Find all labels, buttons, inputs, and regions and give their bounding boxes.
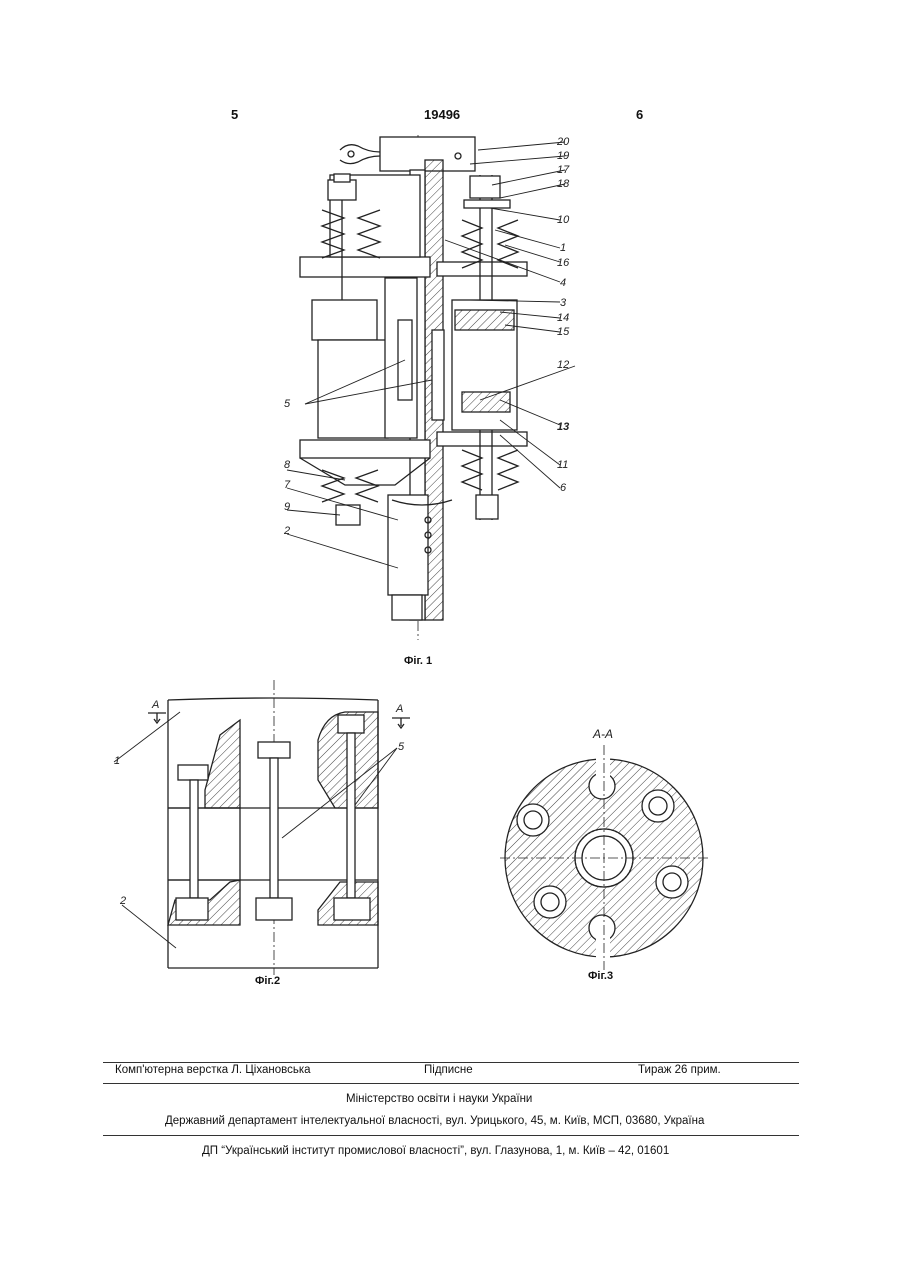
fig1-label-1: 1: [560, 242, 566, 254]
fig2-label-1: 1: [114, 755, 120, 767]
fig2-drawing: [114, 680, 410, 975]
fig3-caption: Фіг.3: [588, 970, 613, 982]
fig1-label-13: 13: [557, 421, 569, 433]
fig2-caption: Фіг.2: [255, 975, 280, 987]
fig2-section-a-left: A: [151, 699, 159, 711]
imprint-rule-3: [103, 1135, 799, 1136]
fig2-section-a-right: A: [395, 703, 403, 715]
fig1-label-10: 10: [557, 214, 570, 226]
fig1-label-4: 4: [560, 277, 566, 289]
imprint-rule-2: [103, 1083, 799, 1084]
fig1-label-2: 2: [283, 525, 290, 537]
fig1-label-7: 7: [284, 479, 291, 491]
fig1-label-9: 9: [284, 501, 290, 513]
fig3-labels: А-А: [592, 727, 613, 741]
fig1-label-18: 18: [557, 178, 570, 190]
fig1-label-14: 14: [557, 312, 569, 324]
fig1-label-20: 20: [556, 136, 570, 148]
fig1-label-8: 8: [284, 459, 291, 471]
fig2-label-5: 5: [398, 741, 405, 753]
fig1-label-3: 3: [560, 297, 567, 309]
imprint-department: Державний департамент інтелектуальної вл…: [165, 1115, 704, 1127]
fig1-label-5: 5: [284, 398, 291, 410]
fig1-label-16: 16: [557, 257, 570, 269]
fig1-caption: Фіг. 1: [404, 655, 432, 667]
fig3-drawing: [500, 745, 708, 970]
fig1-label-15: 15: [557, 326, 570, 338]
imprint-circulation: Тираж 26 прим.: [638, 1064, 721, 1076]
fig1-label-17: 17: [557, 164, 570, 176]
fig1-label-11: 11: [557, 459, 568, 471]
imprint-typesetter: Комп'ютерна верстка Л. Ціхановська: [115, 1064, 311, 1076]
fig1-drawing: [287, 135, 575, 640]
imprint-signed: Підписне: [424, 1064, 473, 1076]
fig2-label-2: 2: [119, 895, 126, 907]
fig3-section-title: А-А: [592, 727, 613, 741]
imprint-ministry: Міністерство освіти і науки України: [346, 1093, 532, 1105]
fig1-label-19: 19: [557, 150, 569, 162]
fig1-label-6: 6: [560, 482, 567, 494]
fig1-label-12: 12: [557, 359, 569, 371]
imprint-rule-top: [103, 1062, 799, 1063]
imprint-institute: ДП “Український інститут промислової вла…: [202, 1145, 669, 1157]
